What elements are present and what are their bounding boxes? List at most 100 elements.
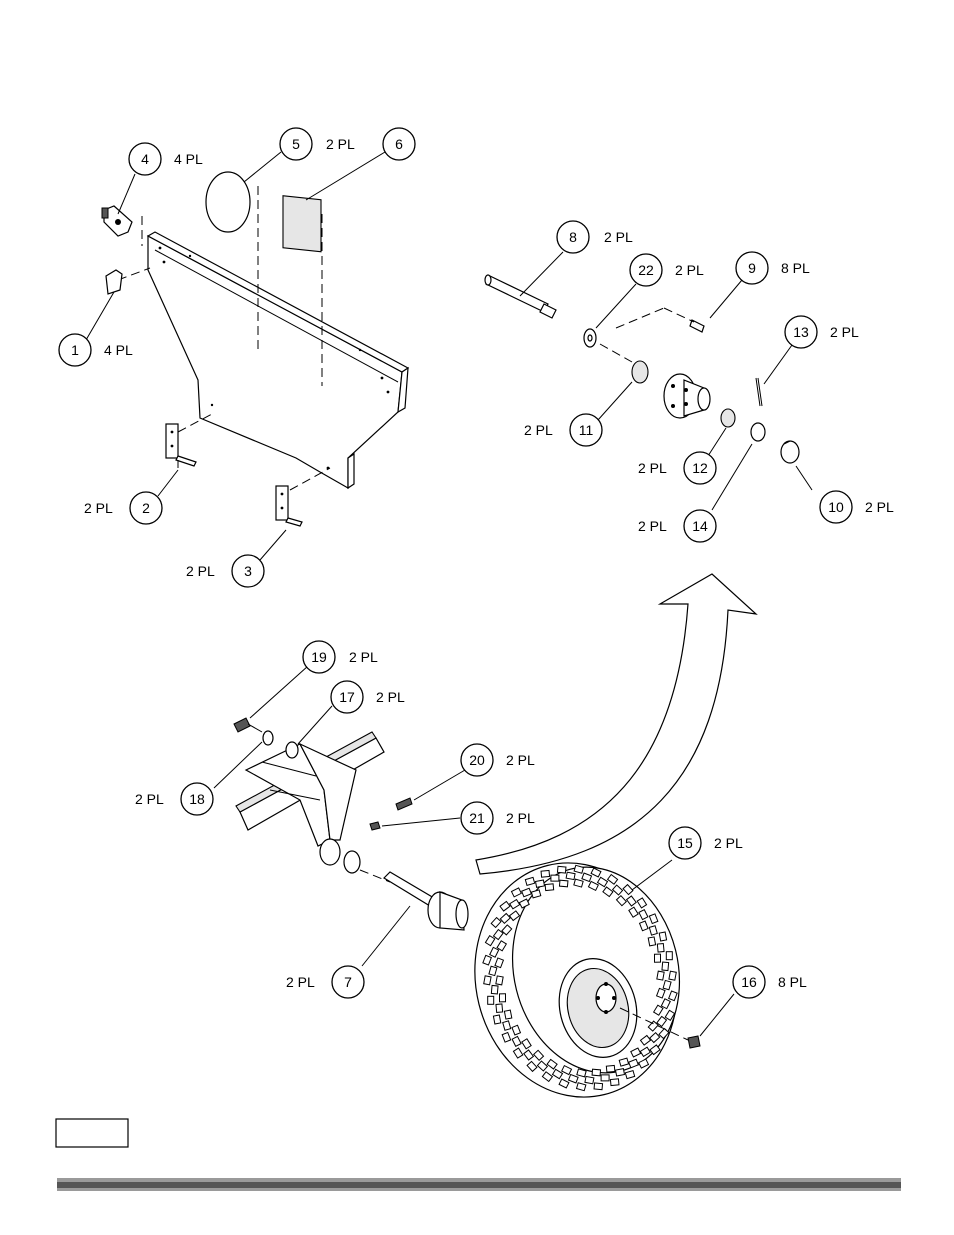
svg-text:1: 1 bbox=[71, 342, 79, 358]
svg-text:7: 7 bbox=[344, 974, 352, 990]
callout-16: 16 8 PL bbox=[732, 965, 807, 999]
hub-spindle-assembly bbox=[484, 274, 800, 464]
tread-block bbox=[530, 889, 542, 899]
svg-text:2 PL: 2 PL bbox=[865, 499, 894, 515]
tread-block bbox=[495, 1003, 504, 1014]
footer-bar bbox=[57, 1178, 901, 1191]
tread-block bbox=[638, 909, 649, 921]
tread-block bbox=[647, 1020, 659, 1032]
callout-12: 12 2 PL bbox=[638, 451, 717, 485]
axle-beam-assembly bbox=[233, 717, 469, 931]
tread-block bbox=[655, 987, 666, 999]
tread-block bbox=[496, 940, 508, 952]
tread-block bbox=[668, 990, 678, 1002]
callout-18: 18 2 PL bbox=[135, 782, 214, 816]
svg-text:2 PL: 2 PL bbox=[349, 649, 378, 665]
callout-balloons: 4 4 PL 5 2 PL 6 1 4 PL 2 2 PL 3 2 PL bbox=[58, 127, 894, 999]
svg-text:2: 2 bbox=[142, 500, 150, 516]
svg-text:3: 3 bbox=[244, 563, 252, 579]
svg-text:5: 5 bbox=[292, 136, 300, 152]
tread-block bbox=[581, 872, 593, 883]
svg-text:2 PL: 2 PL bbox=[186, 563, 215, 579]
tread-block bbox=[615, 895, 628, 907]
tread-block bbox=[647, 936, 657, 947]
wheel-tire-assembly bbox=[474, 862, 701, 1098]
tread-block bbox=[551, 1068, 564, 1080]
latch-hardware bbox=[101, 205, 133, 237]
decal-plate bbox=[282, 195, 322, 253]
tread-block bbox=[628, 906, 639, 918]
tread-block bbox=[490, 984, 499, 995]
tread-block bbox=[498, 993, 507, 1003]
tread-block bbox=[600, 1074, 610, 1082]
tread-block bbox=[638, 1058, 650, 1069]
svg-text:20: 20 bbox=[469, 752, 485, 768]
assembly-direction-arrow bbox=[475, 573, 758, 875]
support-leg-right bbox=[275, 485, 303, 527]
tread-block bbox=[489, 946, 500, 958]
svg-text:13: 13 bbox=[793, 324, 809, 340]
svg-text:8: 8 bbox=[569, 229, 577, 245]
tread-block bbox=[602, 886, 614, 898]
tread-block bbox=[658, 931, 668, 942]
tread-block bbox=[532, 1049, 545, 1061]
tread-block bbox=[494, 957, 505, 969]
svg-text:2 PL: 2 PL bbox=[524, 422, 553, 438]
tread-block bbox=[665, 951, 673, 961]
tread-block bbox=[668, 970, 677, 981]
svg-text:2 PL: 2 PL bbox=[135, 791, 164, 807]
tread-block bbox=[565, 871, 576, 881]
tread-block bbox=[653, 953, 662, 963]
svg-text:11: 11 bbox=[579, 422, 594, 438]
tread-block bbox=[490, 916, 502, 929]
tread-block bbox=[630, 1047, 642, 1058]
tread-block bbox=[638, 920, 649, 932]
tread-block bbox=[492, 928, 504, 941]
tread-block bbox=[511, 1024, 522, 1036]
callout-10: 10 2 PL bbox=[819, 490, 894, 524]
support-leg-left bbox=[165, 423, 197, 468]
callout-15: 15 2 PL bbox=[668, 826, 743, 860]
callout-6: 6 bbox=[382, 127, 416, 161]
callout-1: 1 4 PL bbox=[58, 333, 133, 367]
tread-block bbox=[639, 1034, 652, 1046]
tread-block bbox=[510, 887, 522, 898]
svg-text:2 PL: 2 PL bbox=[506, 810, 535, 826]
svg-text:4 PL: 4 PL bbox=[174, 151, 203, 167]
callout-21: 21 2 PL bbox=[460, 801, 535, 835]
tread-block bbox=[664, 1009, 676, 1021]
svg-text:2 PL: 2 PL bbox=[604, 229, 633, 245]
svg-text:9: 9 bbox=[748, 260, 756, 276]
svg-text:2 PL: 2 PL bbox=[506, 752, 535, 768]
tread-block bbox=[501, 924, 513, 936]
tread-block bbox=[618, 1057, 630, 1067]
svg-text:2 PL: 2 PL bbox=[326, 136, 355, 152]
tread-block bbox=[567, 1073, 579, 1084]
tread-block bbox=[499, 900, 511, 912]
tread-block bbox=[534, 879, 546, 888]
tread-block bbox=[550, 874, 560, 882]
reflector-disk bbox=[205, 171, 251, 233]
tread-block bbox=[656, 970, 665, 981]
tread-block bbox=[492, 1014, 502, 1025]
svg-text:2 PL: 2 PL bbox=[714, 835, 743, 851]
tread-block bbox=[561, 1064, 573, 1076]
svg-text:4 PL: 4 PL bbox=[104, 342, 133, 358]
svg-text:2 PL: 2 PL bbox=[376, 689, 405, 705]
svg-text:14: 14 bbox=[692, 518, 708, 534]
svg-text:2 PL: 2 PL bbox=[84, 500, 113, 516]
tread-block bbox=[541, 1071, 554, 1083]
tread-block bbox=[488, 965, 498, 977]
tread-block bbox=[661, 961, 670, 972]
svg-text:22: 22 bbox=[638, 262, 654, 278]
tread-block bbox=[508, 910, 521, 922]
callout-19: 19 2 PL bbox=[302, 640, 378, 674]
callout-17: 17 2 PL bbox=[330, 680, 405, 714]
frame-panel-assembly bbox=[101, 171, 410, 527]
tread-block bbox=[606, 873, 619, 885]
leader-lines bbox=[85, 151, 813, 1037]
tread-block bbox=[482, 954, 492, 966]
callout-20: 20 2 PL bbox=[460, 743, 535, 777]
svg-text:6: 6 bbox=[395, 136, 403, 152]
